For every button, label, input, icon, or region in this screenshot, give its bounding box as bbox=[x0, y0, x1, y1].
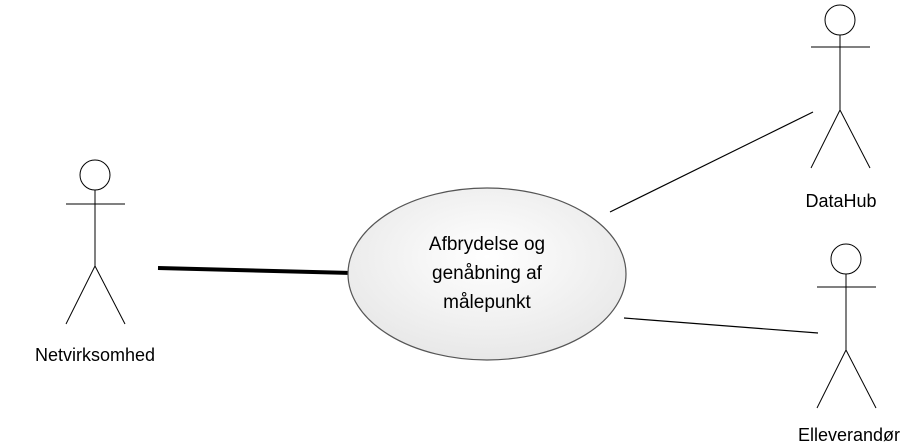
use-case-line-2: genåbning af bbox=[432, 263, 543, 284]
stick-figure-icon bbox=[65, 159, 126, 325]
use-case-line-3: målepunkt bbox=[443, 292, 531, 313]
stick-figure-icon bbox=[810, 4, 871, 169]
actor-netvirksomhed[interactable]: Netvirksomhed bbox=[35, 159, 155, 365]
use-case-afbrydelse[interactable]: Afbrydelse og genåbning af målepunkt bbox=[347, 187, 627, 361]
use-case-line-1: Afbrydelse og bbox=[429, 234, 545, 255]
actor-elleverandor[interactable]: Elleverandør bbox=[798, 243, 900, 445]
association-netvirksomhed bbox=[157, 266, 353, 275]
association-datahub bbox=[609, 111, 814, 213]
use-case-ellipse bbox=[347, 187, 627, 361]
actor-label-elleverandor: Elleverandør bbox=[798, 425, 900, 445]
stick-figure-icon bbox=[816, 243, 877, 409]
actor-label-datahub: DataHub bbox=[805, 191, 876, 211]
actor-datahub[interactable]: DataHub bbox=[805, 4, 877, 211]
actor-label-netvirksomhed: Netvirksomhed bbox=[35, 345, 155, 365]
association-elleverandor bbox=[623, 317, 819, 334]
